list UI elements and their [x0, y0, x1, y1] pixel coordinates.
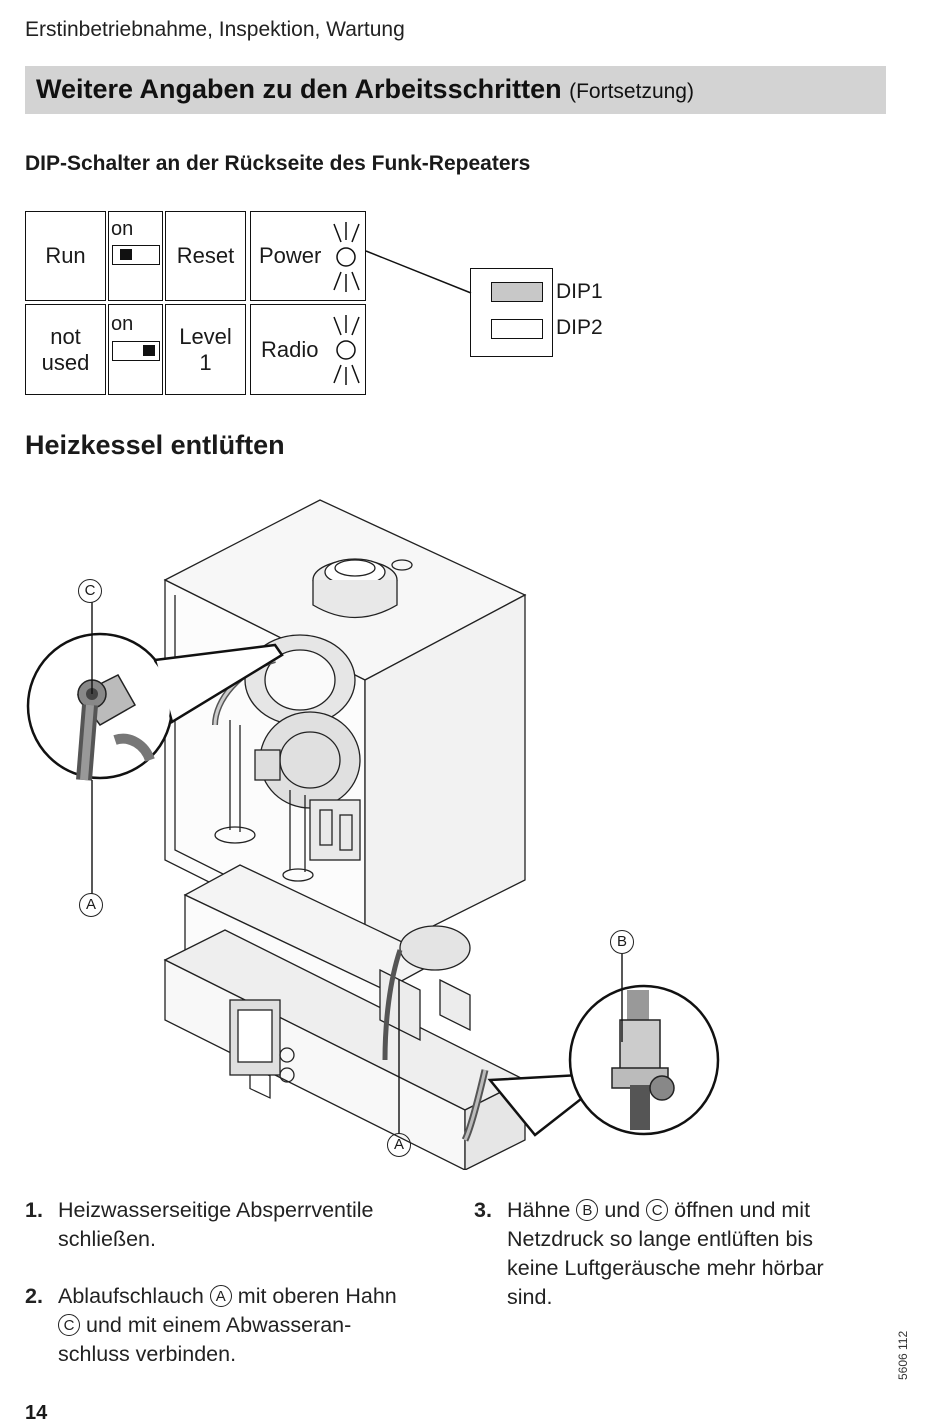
level-label-1: Level: [179, 324, 232, 350]
step-3-number: 3.: [474, 1198, 492, 1222]
callout-a-left: A: [79, 893, 103, 917]
dip1-switch: [491, 282, 543, 302]
dip1-label: DIP1: [556, 280, 603, 303]
radio-cell: Radio: [250, 304, 366, 395]
dip-switch-block: [470, 268, 553, 357]
dip2-switch: [491, 319, 543, 339]
step-3-callout-c: C: [646, 1199, 669, 1221]
step-2-number: 2.: [25, 1284, 43, 1308]
detail-magnifier-top: [26, 632, 284, 781]
step-2-text-b: mit oberen Hahn: [237, 1284, 397, 1308]
step-3: 3. Hähne B und C öffnen und mit Netzdruc…: [474, 1196, 894, 1316]
level-label-2: 1: [199, 349, 212, 375]
step-1-line-2: schließen.: [58, 1227, 156, 1251]
callout-b: B: [610, 930, 634, 954]
on-label-bottom: on: [111, 313, 134, 335]
callout-a-bottom: A: [387, 1133, 411, 1157]
step-2-text: Ablaufschlauch A mit oberen Hahn C und m…: [58, 1282, 397, 1369]
not-used-label-2: used: [41, 349, 90, 375]
radio-label: Radio: [261, 336, 319, 362]
title-continuation: (Fortsetzung): [569, 80, 694, 103]
power-cell: Power: [250, 211, 366, 301]
not-used-cell: not used: [25, 304, 106, 395]
page-title: Weitere Angaben zu den Arbeitsschritten …: [36, 74, 694, 105]
step-2-line-2: C und mit einem Abwasseran-: [58, 1311, 397, 1340]
on-label-top: on: [111, 218, 134, 240]
power-label: Power: [259, 243, 322, 269]
step-3-line-4: sind.: [507, 1285, 553, 1309]
detail-magnifier-bottom: [487, 984, 720, 1137]
step-2-line-1: Ablaufschlauch A mit oberen Hahn: [58, 1282, 397, 1311]
step-2-text-a: Ablaufschlauch: [58, 1284, 204, 1308]
step-1-line-1: Heizwasserseitige Absperrventile: [58, 1198, 374, 1222]
step-1-text: Heizwasserseitige Absperrventile schließ…: [58, 1196, 373, 1254]
run-label: Run: [45, 243, 86, 269]
step-3-text-a: Hähne: [507, 1198, 571, 1222]
toggle-knob-top: [120, 249, 132, 260]
step-2-line-3: schluss verbinden.: [58, 1342, 237, 1366]
running-header: Erstinbetriebnahme, Inspektion, Wartung: [25, 18, 405, 41]
power-led-icon: [333, 222, 360, 292]
step-2-text-c: und mit einem Abwasseran-: [85, 1313, 352, 1337]
callout-c: C: [78, 579, 102, 603]
on-switch-cell-top: on: [108, 211, 163, 301]
boiler-illustration: [26, 499, 720, 1170]
step-3-text: Hähne B und C öffnen und mit Netzdruck s…: [507, 1196, 824, 1312]
section-title-bar: Weitere Angaben zu den Arbeitsschritten …: [25, 66, 886, 114]
dip-heading: DIP-Schalter an der Rückseite des Funk-R…: [25, 152, 531, 175]
step-3-text-c: öffnen und mit: [674, 1198, 811, 1222]
step-3-line-2: Netzdruck so lange entlüften bis: [507, 1227, 813, 1251]
toggle-switch-bottom: [112, 341, 160, 361]
not-used-label-1: not: [50, 324, 81, 350]
page-number: 14: [25, 1402, 48, 1424]
reset-cell: Reset: [165, 211, 246, 301]
toggle-knob-bottom: [143, 345, 155, 356]
level-cell: Level 1: [165, 304, 246, 395]
run-cell: Run: [25, 211, 106, 301]
radio-led-icon: [333, 315, 360, 385]
step-3-line-3: keine Luftgeräusche mehr hörbar: [507, 1256, 824, 1280]
leader-line: [365, 250, 472, 294]
dip2-label: DIP2: [556, 316, 603, 339]
step-1: 1. Heizwasserseitige Absperrventile schl…: [25, 1196, 445, 1256]
reset-label: Reset: [176, 243, 235, 269]
title-main-text: Weitere Angaben zu den Arbeitsschritten: [36, 74, 562, 104]
step-3-text-b: und: [604, 1198, 641, 1222]
step-3-line-1: Hähne B und C öffnen und mit: [507, 1196, 824, 1225]
step-2-callout-a: A: [209, 1285, 232, 1307]
toggle-switch-top: [112, 245, 160, 265]
step-3-callout-b: B: [576, 1199, 599, 1221]
step-2: 2. Ablaufschlauch A mit oberen Hahn C un…: [25, 1282, 455, 1372]
vent-heading: Heizkessel entlüften: [25, 430, 285, 460]
on-switch-cell-bottom: on: [108, 304, 163, 395]
document-number: 5606 112: [896, 1330, 910, 1380]
step-1-number: 1.: [25, 1198, 43, 1222]
step-2-callout-c: C: [58, 1314, 80, 1336]
